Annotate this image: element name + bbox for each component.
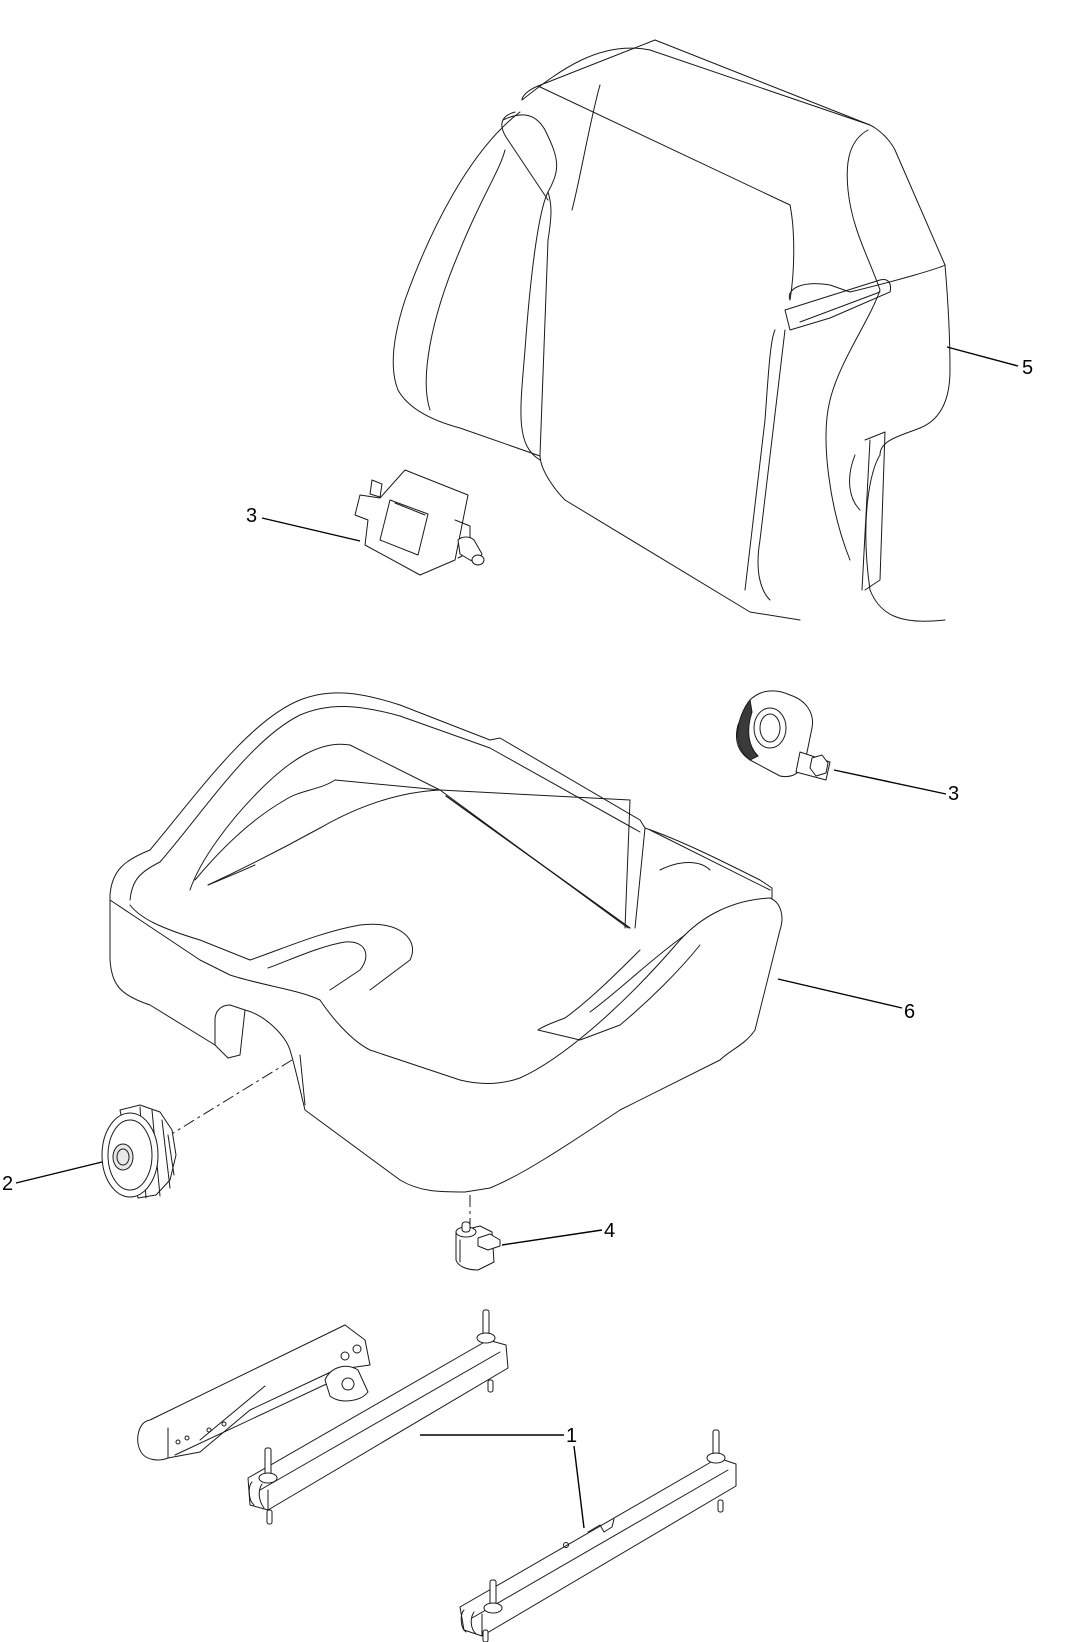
- leader-4: [501, 1229, 603, 1246]
- seat-bottom-cushion: [109, 692, 783, 1193]
- seat-switch: [455, 1221, 501, 1271]
- callout-label-3-buckle: 3: [948, 783, 960, 805]
- adjustment-knob: [101, 1104, 177, 1199]
- seat-back-cushion: [392, 39, 951, 622]
- leader-2: [15, 1161, 103, 1184]
- seat-rail-left-with-lever: [137, 1309, 509, 1525]
- seat-rail-right: [459, 1429, 737, 1642]
- leader-3b: [833, 769, 947, 795]
- knob-assembly-line: [169, 1059, 293, 1136]
- belt-buckle: [736, 690, 831, 781]
- leader-3a: [261, 517, 361, 542]
- callout-label-1: 1: [566, 1425, 578, 1447]
- leader-6: [777, 978, 903, 1009]
- callout-label-5: 5: [1022, 357, 1034, 379]
- leader-5: [946, 346, 1019, 367]
- callout-label-4: 4: [604, 1220, 616, 1242]
- leader-1-vertical: [573, 1445, 585, 1529]
- callout-label-3-bracket: 3: [246, 505, 258, 527]
- belt-anchor-bracket: [354, 469, 485, 576]
- callout-label-2: 2: [2, 1173, 14, 1195]
- callout-label-6: 6: [904, 1001, 916, 1023]
